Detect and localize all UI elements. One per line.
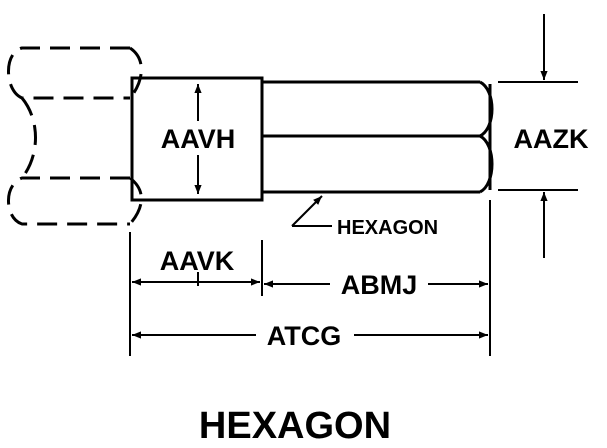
aavk-label: AAVK [160,246,235,276]
abmj-label: ABMJ [341,270,418,300]
aazk-dimension [498,14,578,258]
drawing-title: HEXAGON [199,405,391,447]
hex-body [262,80,494,194]
aazk-label: AAZK [514,124,589,154]
hexagon-leader-arrow [291,195,323,227]
head-block [130,76,264,202]
extension-lines [129,200,491,356]
aavh-label: AAVH [161,124,236,154]
phantom-stock [7,46,143,226]
atcg-label: ATCG [267,321,342,351]
abmj-label-bg [330,266,428,300]
atcg-label-bg [256,318,354,352]
aavh-label-bg [150,121,246,155]
hexagon-callout-label: HEXAGON [337,217,438,239]
